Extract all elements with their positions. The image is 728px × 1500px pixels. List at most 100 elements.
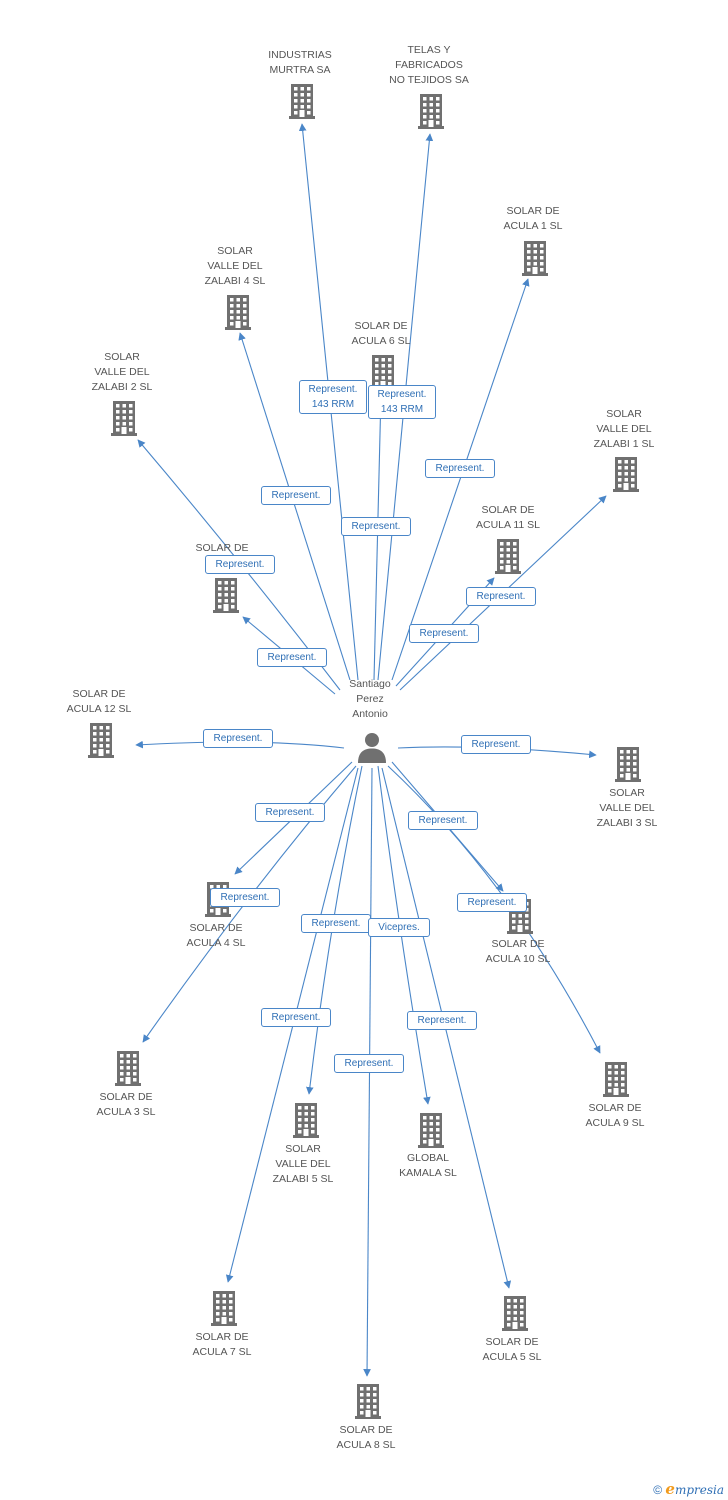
company-label-line: ACULA 8 SL (336, 1439, 396, 1451)
company-label-line: ZALABI 5 SL (272, 1172, 334, 1185)
building-icon[interactable] (500, 1295, 530, 1331)
company-label-line: ACULA 10 SL (485, 953, 551, 965)
company-label-line: SOLAR DE (354, 320, 408, 332)
edge-label-acula-11[interactable]: Represent. (466, 586, 536, 606)
company-label-line: SOLAR DE (339, 1424, 393, 1436)
edge-label-acula-4[interactable]: Represent. (255, 802, 325, 822)
company-label-line: SOLAR DE (485, 1336, 539, 1348)
company-label-line: SOLAR (104, 350, 140, 363)
edge-label-text: Represent. (271, 489, 321, 501)
edge-label-text: Represent. (308, 384, 358, 395)
edge-label-zalabi-5[interactable]: Represent. (301, 913, 371, 933)
edge-label-acula-2[interactable]: Represent. (257, 647, 327, 667)
edge-label-text: Represent. (265, 806, 315, 818)
company-label-line: ACULA 5 SL (482, 1351, 542, 1363)
company-label-line: ACULA 7 SL (192, 1346, 252, 1358)
company-label-acula-3[interactable]: SOLAR DE ACULA 3 SL (66, 1090, 186, 1120)
edge-label-acula-9[interactable]: Represent. (457, 892, 527, 912)
building-icon[interactable] (291, 1102, 321, 1138)
company-label-line: ACULA 9 SL (585, 1117, 645, 1129)
edge-label-acula-5[interactable]: Represent. (407, 1010, 477, 1030)
company-label-line: ACULA 4 SL (186, 937, 246, 949)
edge-label-zalabi-3[interactable]: Represent. (461, 734, 531, 754)
edge-label-text: Represent. (344, 1057, 394, 1069)
edge-label-text: 143 RRM (311, 399, 355, 410)
building-icon[interactable] (86, 722, 116, 758)
company-label-global-kamala[interactable]: GLOBAL KAMALA SL (368, 1151, 488, 1181)
company-label-line: SOLAR DE (195, 1331, 249, 1343)
building-icon[interactable] (520, 240, 550, 276)
edge-label-text: Represent. (213, 732, 263, 744)
company-label-line: SOLAR (609, 786, 645, 799)
edge-label-zalabi-2[interactable]: Represent. (205, 554, 275, 574)
building-icon[interactable] (113, 1050, 143, 1086)
edge-label-acula-8[interactable]: Represent. (334, 1053, 404, 1073)
building-icon[interactable] (613, 746, 643, 782)
building-icon[interactable] (493, 538, 523, 574)
company-label-line: ACULA 3 SL (96, 1106, 156, 1118)
company-label-line: ZALABI 2 SL (91, 380, 153, 393)
edge-label-global-kamala[interactable]: Vicepres. (368, 917, 430, 937)
building-icon[interactable] (209, 1290, 239, 1326)
edge-label-text: Represent. (467, 896, 517, 908)
building-icon[interactable] (416, 93, 446, 129)
company-label-line: VALLE DEL (207, 259, 263, 272)
edge-label-acula-6[interactable]: Represent. (341, 516, 411, 536)
company-label-acula-8[interactable]: SOLAR DE ACULA 8 SL (306, 1423, 426, 1453)
edge-label-text: Represent. (471, 738, 521, 750)
edge-label-acula-1[interactable]: Represent. (425, 458, 495, 478)
copyright-symbol: © (653, 1483, 663, 1497)
building-icon[interactable] (287, 83, 317, 119)
footer-brand[interactable]: © empresia (653, 1480, 724, 1498)
company-label-line: ACULA 12 SL (66, 703, 132, 715)
company-label-line: ZALABI 1 SL (593, 437, 655, 450)
company-label-line: VALLE DEL (275, 1157, 331, 1170)
building-icon[interactable] (601, 1061, 631, 1097)
edge-label-telas-fabricados[interactable]: Represent.143 RRM (368, 385, 436, 419)
company-label-acula-5[interactable]: SOLAR DE ACULA 5 SL (452, 1335, 572, 1365)
company-label-line: SOLAR DE (481, 504, 535, 516)
edge-label-acula-12[interactable]: Represent. (203, 728, 273, 748)
company-label-line: ACULA 1 SL (503, 220, 563, 232)
company-label-line: VALLE DEL (596, 422, 652, 435)
company-label-line: GLOBAL (406, 1152, 450, 1164)
center-person-icon[interactable] (357, 732, 387, 764)
edge-label-zalabi-4[interactable]: Represent. (261, 485, 331, 505)
edge-label-industrias-murtra[interactable]: Represent. 143 RRM (299, 380, 367, 414)
edge-label-acula-7[interactable]: Represent. (261, 1007, 331, 1027)
building-icon[interactable] (223, 294, 253, 330)
edge-label-text: Represent. (311, 917, 361, 929)
edge-label-text: Represent. (351, 520, 401, 532)
company-label-line: KAMALA SL (399, 1167, 457, 1179)
edge-label-acula-3[interactable]: Represent. (210, 887, 280, 907)
company-label-line: SOLAR DE (491, 938, 545, 950)
company-label-line: FABRICADOS (395, 58, 463, 71)
building-icon[interactable] (416, 1112, 446, 1148)
company-label-line: SOLAR DE (99, 1091, 153, 1103)
company-label-acula-7[interactable]: SOLAR DE ACULA 7 SL (162, 1330, 282, 1360)
building-icon[interactable] (109, 400, 139, 436)
company-label-line: TELAS Y (407, 43, 451, 56)
edge-label-acula-10[interactable]: Represent. (408, 810, 478, 830)
brand-initial: e (665, 1480, 675, 1498)
building-icon[interactable] (611, 456, 641, 492)
company-label-acula-10[interactable]: SOLAR DE ACULA 10 SL (458, 937, 578, 967)
building-icon[interactable] (353, 1383, 383, 1419)
edge-label-text: Vicepres. (378, 921, 420, 933)
edge-label-zalabi-1[interactable]: Represent. (409, 623, 479, 643)
building-icon[interactable] (211, 577, 241, 613)
